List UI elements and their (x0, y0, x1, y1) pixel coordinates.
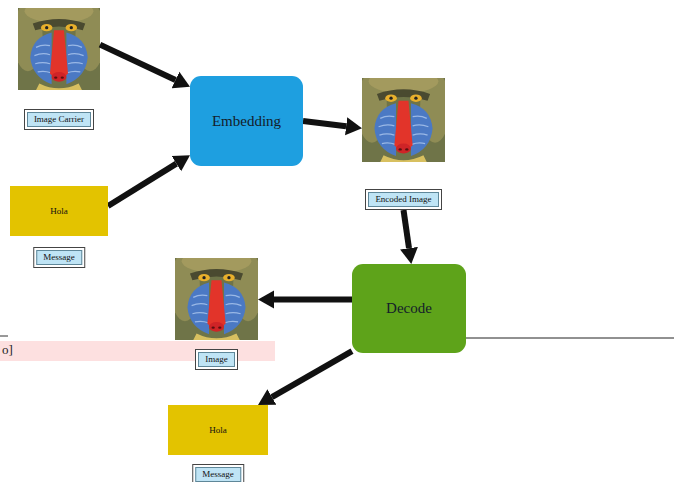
message-slot: Hola (209, 425, 227, 435)
caption-text: Image Carrier (27, 112, 91, 127)
carrier-picture (13, 0, 105, 90)
message-text: Hola (50, 206, 68, 216)
message-box: HolaMessage (168, 405, 268, 455)
arrow-connector (100, 45, 176, 80)
process-label: Decode (386, 300, 432, 317)
caption-holder: Message (192, 463, 244, 482)
caption-text: Message (195, 467, 241, 482)
rule-stub (0, 336, 8, 337)
picture-node: Encoded Image (362, 78, 445, 210)
process-box: Decode (352, 264, 466, 353)
picture-node: Image Carrier (18, 8, 100, 130)
message-box: HolaMessage (10, 186, 108, 236)
rule-line (466, 338, 674, 339)
caption-holder: Message (33, 246, 85, 268)
caption-text: Encoded Image (368, 192, 438, 207)
arrow-connector (108, 164, 176, 206)
encoded-picture (357, 70, 450, 162)
arrow-connector (272, 351, 352, 397)
caption-frame: Image (195, 349, 238, 370)
picture-spacer (362, 78, 445, 162)
message-slot: Hola (50, 206, 68, 216)
caption-frame: Message (192, 464, 244, 482)
caption-frame: Encoded Image (365, 189, 441, 210)
caption-text: Image (198, 352, 235, 367)
caption-holder: Encoded Image (365, 188, 441, 210)
arrow-connector (303, 121, 346, 126)
arrow-connector (274, 296, 352, 302)
caption-holder: Image (195, 348, 238, 370)
caption-frame: Image Carrier (24, 109, 94, 130)
fragment-label: o] (2, 342, 13, 358)
recovered-picture (170, 250, 263, 340)
picture-spacer (175, 258, 258, 340)
message-text: Hola (209, 425, 227, 435)
caption-holder: Image Carrier (24, 108, 94, 130)
process-box: Embedding (190, 76, 303, 166)
caption-frame: Message (33, 247, 85, 268)
picture-spacer (18, 8, 100, 90)
picture-node: Image (175, 258, 258, 370)
caption-text: Message (36, 250, 82, 265)
process-label: Embedding (212, 113, 281, 130)
arrow-connector (404, 210, 409, 248)
